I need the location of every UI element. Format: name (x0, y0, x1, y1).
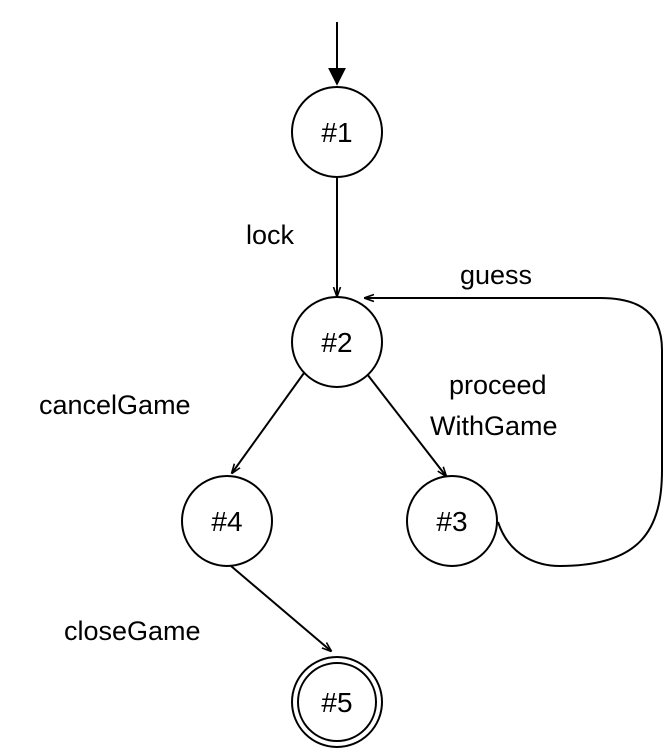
label-close-game: closeGame (64, 616, 201, 646)
state-1-label: #1 (321, 117, 352, 148)
edge-cancel-game (232, 372, 305, 473)
state-4: #4 (181, 475, 273, 567)
state-5-final: #5 (291, 656, 383, 748)
state-5-label: #5 (321, 687, 352, 718)
edge-proceed-with-game (366, 373, 446, 476)
edge-guess (365, 298, 663, 568)
state-3: #3 (406, 475, 498, 567)
label-lock: lock (246, 220, 295, 250)
label-cancel-game: cancelGame (39, 390, 191, 420)
edge-close-game (230, 565, 331, 651)
state-3-label: #3 (436, 506, 467, 537)
state-1: #1 (291, 86, 383, 178)
label-proceed: proceed (449, 370, 547, 400)
label-with-game: WithGame (430, 411, 558, 441)
label-guess: guess (460, 260, 532, 290)
state-2: #2 (291, 296, 383, 388)
state-2-label: #2 (321, 327, 352, 358)
state-4-label: #4 (211, 506, 242, 537)
